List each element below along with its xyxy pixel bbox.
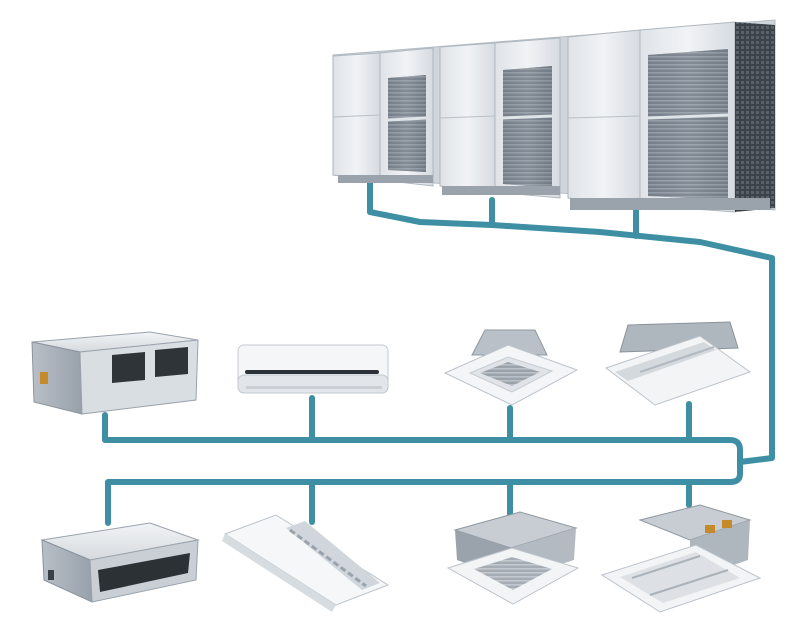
refrigerant-piping xyxy=(102,180,775,526)
outdoor-module-2 xyxy=(439,37,561,199)
row2-header-pipe xyxy=(105,459,743,526)
slim-duct-unit-icon xyxy=(40,522,200,603)
two-way-cassette-unit-icon xyxy=(600,504,762,613)
one-way-cassette-unit-icon xyxy=(604,321,752,406)
outdoor-module-3 xyxy=(567,21,775,213)
compact-cassette-unit-icon xyxy=(446,511,580,605)
outdoor-condenser-icon xyxy=(332,19,776,213)
row1-header-pipe xyxy=(102,412,743,465)
high-static-duct-unit-icon xyxy=(31,331,199,415)
ceiling-floor-console-unit-icon xyxy=(222,514,390,612)
main-trunk-pipe xyxy=(367,180,775,465)
outdoor-module-1 xyxy=(332,47,434,187)
four-way-cassette-unit-icon xyxy=(443,329,579,406)
wall-mounted-split-unit-icon xyxy=(237,344,389,394)
outdoor-base-frame xyxy=(338,175,770,210)
